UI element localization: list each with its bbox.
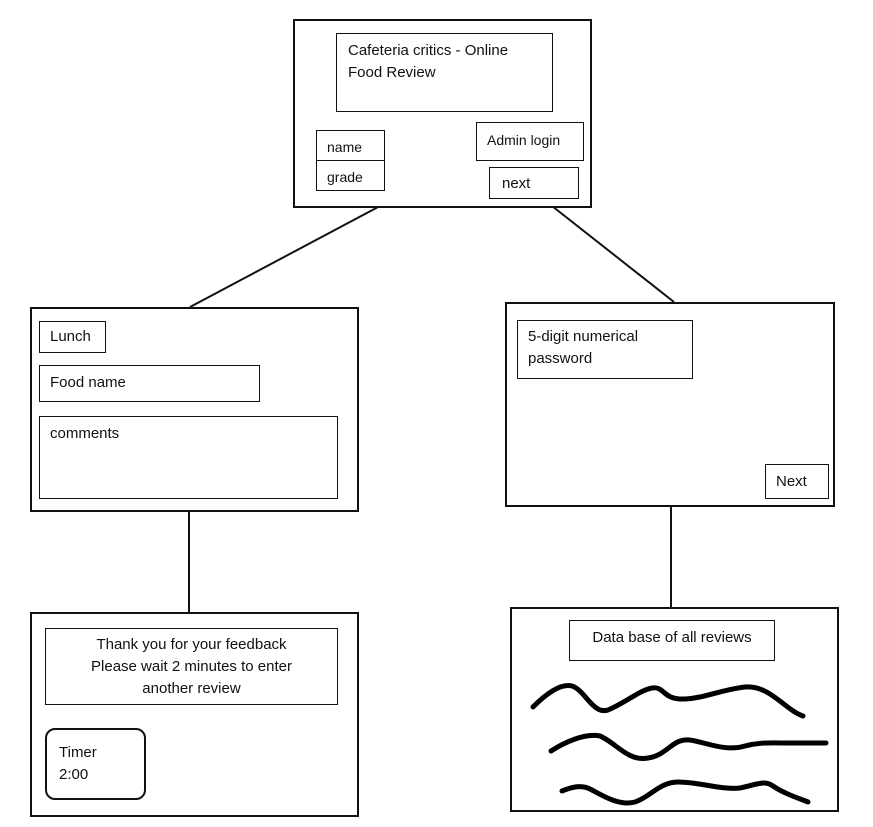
database-title-box: Data base of all reviews	[569, 620, 775, 661]
connector-home-to-review-form	[189, 205, 381, 308]
timer-value: 2:00	[59, 766, 89, 783]
password-label-line2: password	[528, 350, 593, 367]
app-title-box: Cafeteria critics - Online Food Review	[336, 33, 553, 112]
comments-textarea[interactable]: comments	[39, 416, 338, 499]
meal-selector[interactable]: Lunch	[39, 321, 106, 353]
review-scribble-3	[559, 779, 811, 806]
thank-you-line3: another review	[142, 680, 241, 697]
name-field[interactable]: name	[316, 130, 385, 161]
thank-you-message: Thank you for your feedback Please wait …	[45, 628, 338, 705]
food-name-input[interactable]: Food name	[39, 365, 260, 402]
connector-home-to-admin-login	[551, 205, 675, 303]
review-scribble-2	[548, 732, 829, 761]
thank-you-line1: Thank you for your feedback	[96, 636, 287, 653]
database-screen	[510, 607, 839, 812]
timer-box: Timer 2:00	[45, 728, 146, 800]
app-title-line2: Food Review	[348, 64, 436, 81]
review-scribble-1	[530, 683, 806, 719]
thank-you-line2: Please wait 2 minutes to enter	[91, 658, 292, 675]
password-input[interactable]: 5-digit numerical password	[517, 320, 693, 379]
admin-login-button[interactable]: Admin login	[476, 122, 584, 161]
app-title-line1: Cafeteria critics - Online	[348, 42, 509, 59]
grade-field[interactable]: grade	[316, 160, 385, 191]
password-label-line1: 5-digit numerical	[528, 328, 639, 345]
timer-label: Timer	[59, 744, 97, 761]
home-next-button[interactable]: next	[489, 167, 579, 199]
admin-next-button[interactable]: Next	[765, 464, 829, 499]
